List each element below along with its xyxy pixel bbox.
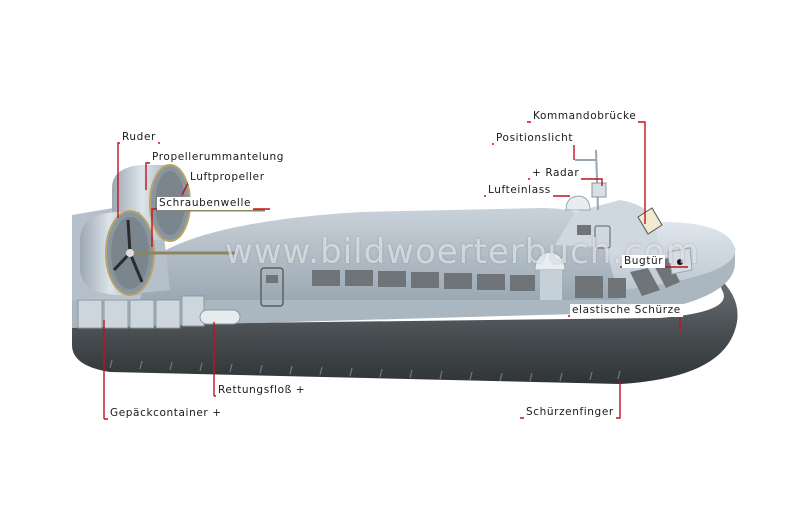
- label-gepaeckcontainer: Gepäckcontainer +: [108, 407, 224, 420]
- side-door: [260, 267, 284, 307]
- label-propellerummantelung: Propellerummantelung: [150, 151, 287, 164]
- radar: [591, 182, 607, 198]
- label-kommandobruecke: Kommandobrücke: [531, 110, 639, 123]
- life-raft: [199, 309, 241, 325]
- propeller-front: [80, 210, 155, 296]
- label-rettungsfloss: Rettungsfloß +: [216, 384, 308, 397]
- luggage-containers: [77, 295, 205, 329]
- skirt: [72, 275, 738, 384]
- deck-edge: [72, 248, 736, 328]
- label-schraubenwelle: Schraubenwelle: [157, 197, 254, 210]
- label-ruder: Ruder: [120, 131, 158, 144]
- air-intake-top: [565, 195, 591, 211]
- air-intake-side: [534, 251, 566, 271]
- label-schuerzenfinger: Schürzenfinger: [524, 406, 616, 419]
- label-positionslicht: Positionslicht: [494, 132, 576, 145]
- bridge: [555, 200, 660, 250]
- label-bugtuer: Bugtür: [622, 255, 666, 268]
- watermark: www.bildwoerterbuch.com: [225, 232, 700, 272]
- label-radar: + Radar: [530, 167, 582, 180]
- label-elastische-schuerze: elastische Schürze: [570, 304, 683, 317]
- label-luftpropeller: Luftpropeller: [188, 171, 267, 184]
- label-lufteinlass: Lufteinlass: [486, 184, 553, 197]
- bridge-window: [637, 207, 663, 235]
- mast: [595, 149, 599, 211]
